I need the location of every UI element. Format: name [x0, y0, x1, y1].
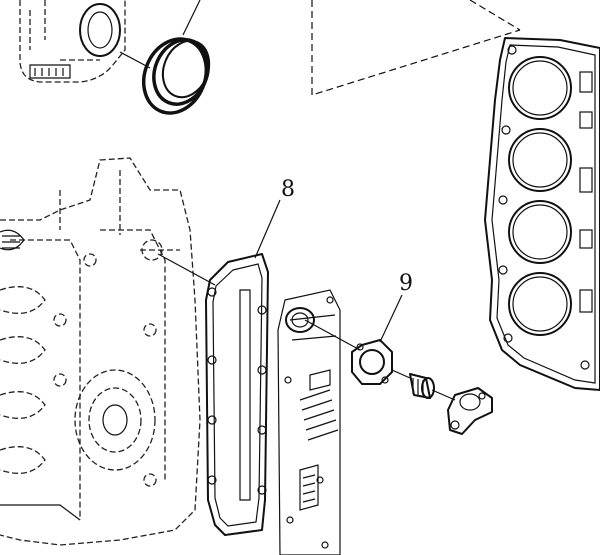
- callout-number-9: 9: [399, 271, 413, 296]
- thermostat: [391, 369, 456, 401]
- exhaust-cover: [277, 289, 361, 555]
- assembly-boundary: [311, 0, 521, 96]
- thermostat-gasket: [351, 294, 403, 385]
- throttle-body: [19, 0, 151, 83]
- exhaust-cover-gasket: [205, 199, 281, 536]
- thermostat-cover: [447, 387, 493, 435]
- intake-o-ring: [142, 0, 211, 115]
- engine-block: [0, 157, 216, 546]
- callout-number-8: 8: [281, 177, 295, 202]
- cylinder-head-gasket: [484, 37, 600, 391]
